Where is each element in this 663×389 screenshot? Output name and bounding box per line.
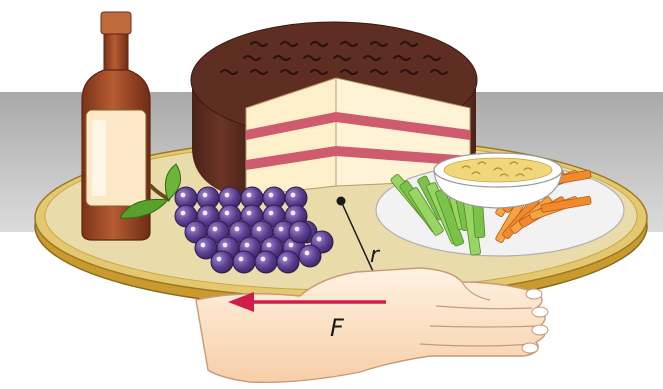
force-label: F bbox=[330, 314, 345, 342]
pivot-point bbox=[337, 197, 346, 206]
